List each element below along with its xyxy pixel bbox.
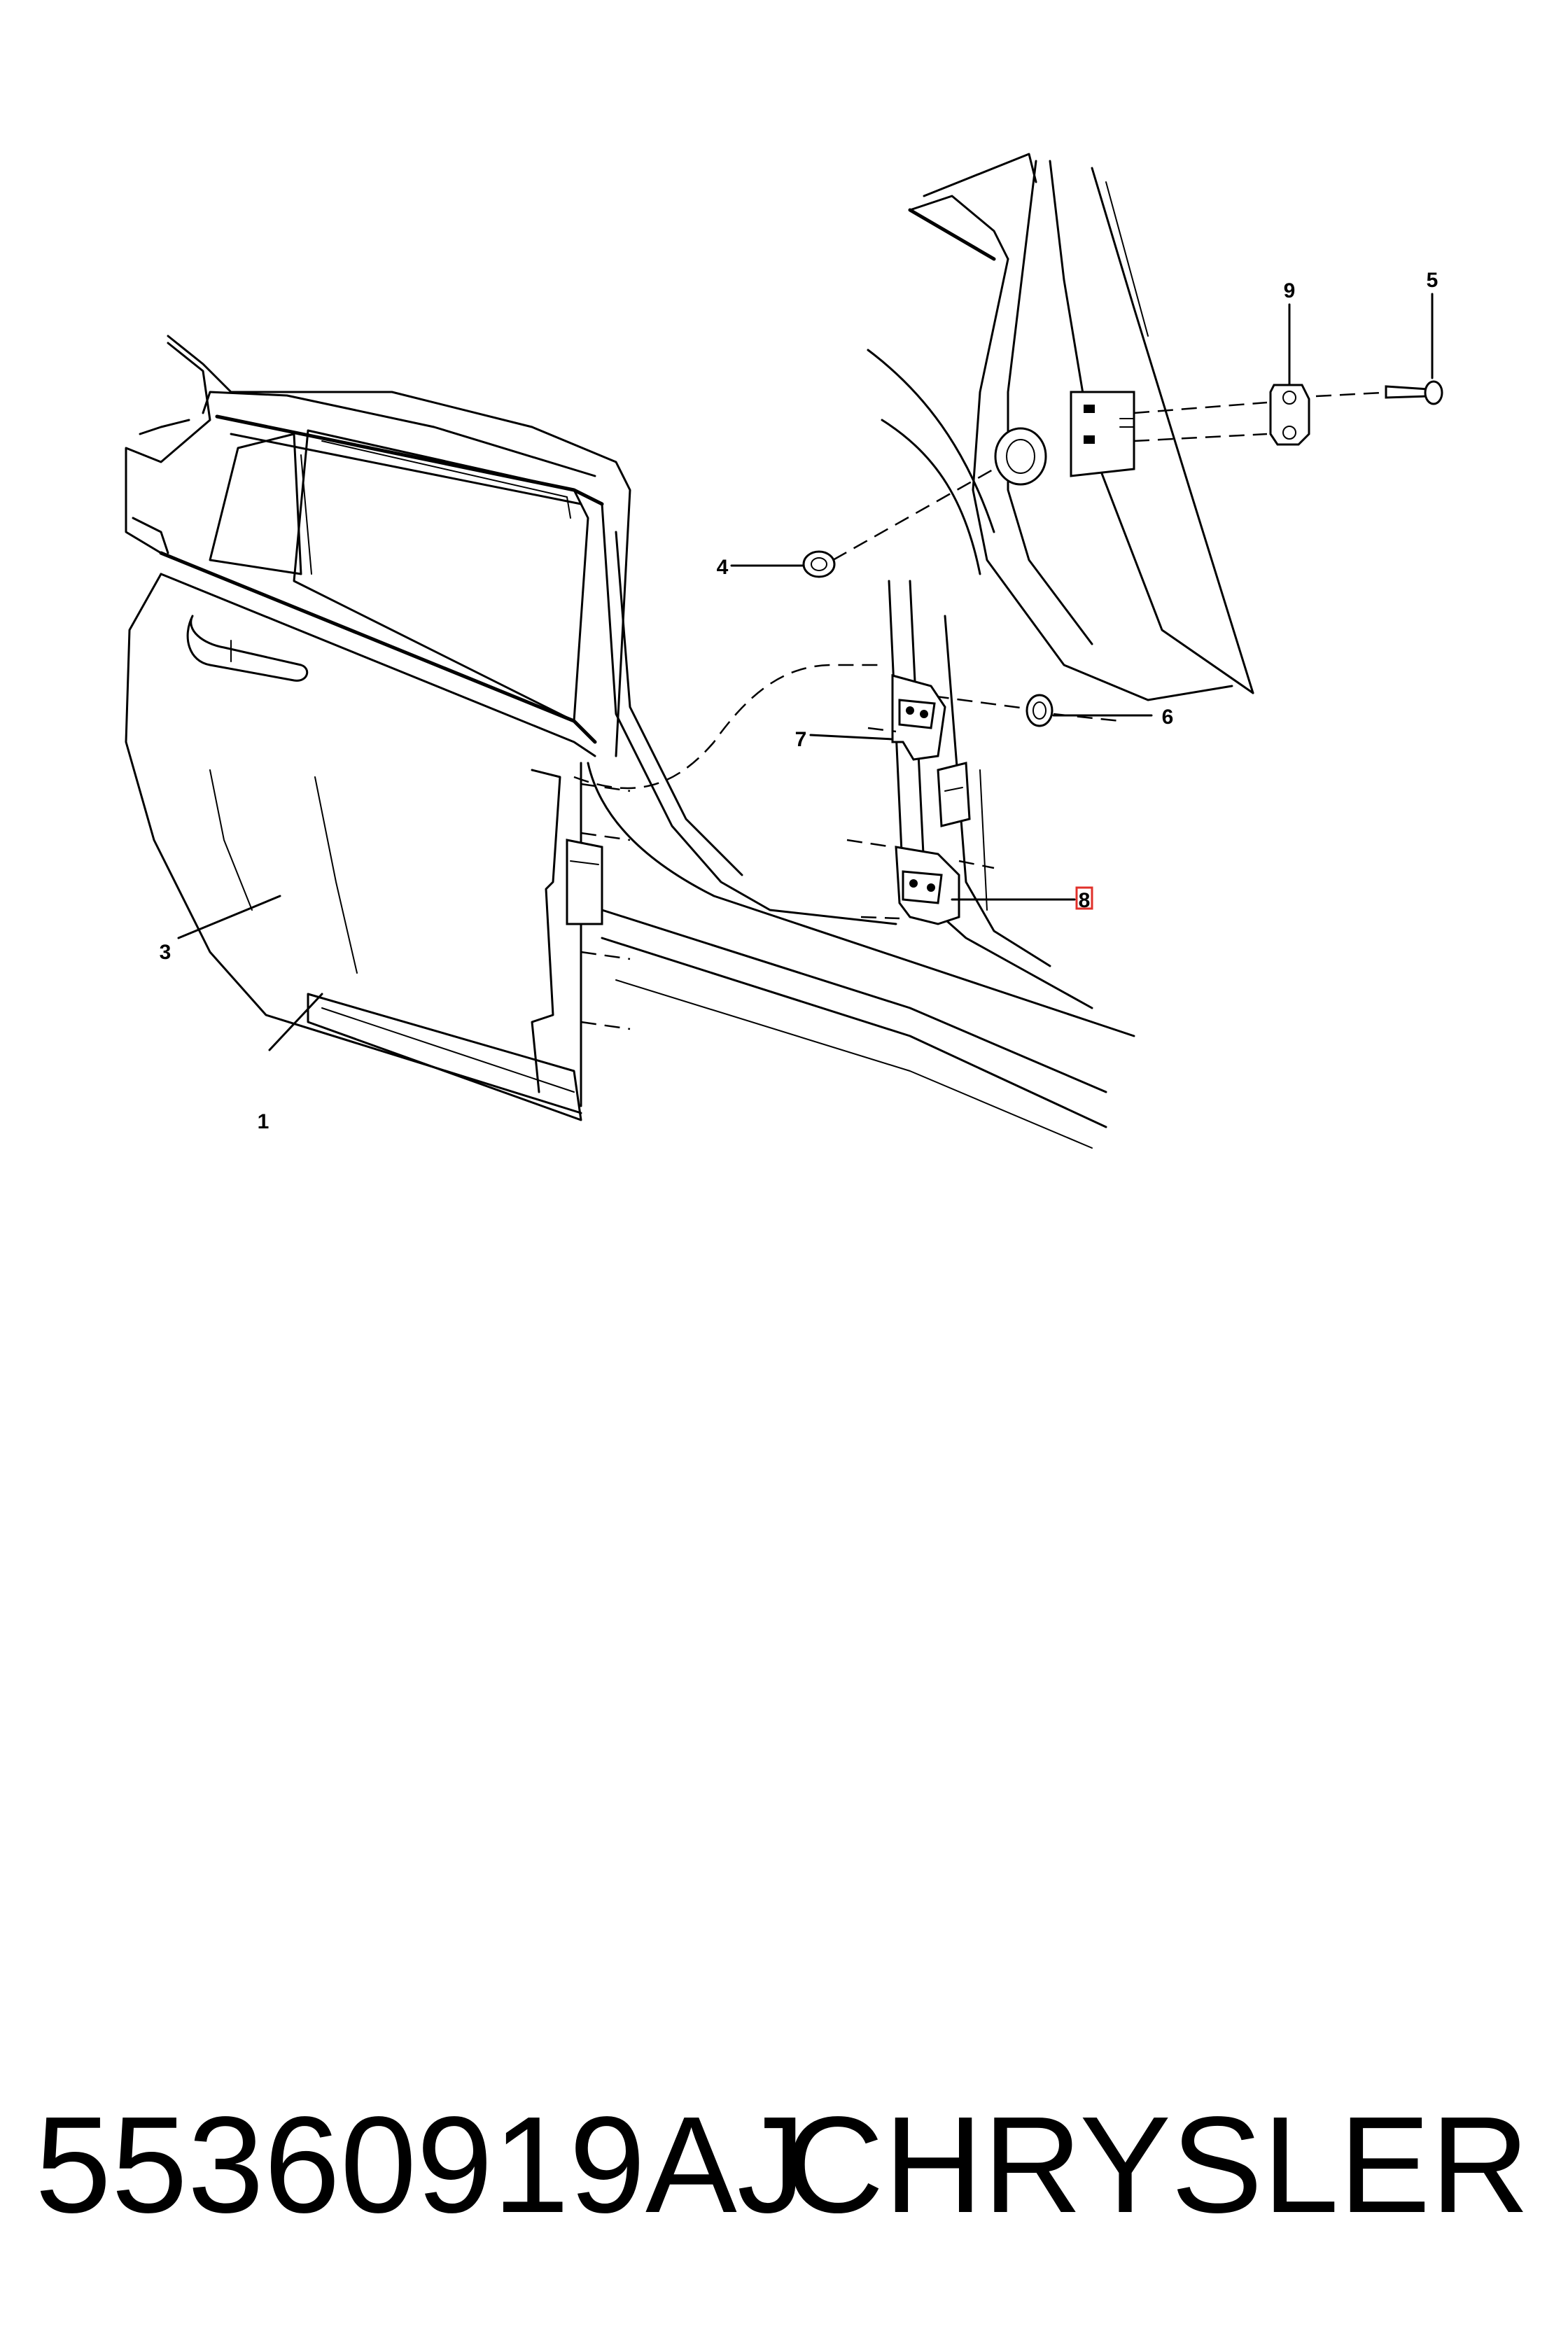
callout-7: 7: [795, 728, 807, 751]
brand-name: CHRYSLER: [785, 2088, 1530, 2241]
hinge-part-7: [867, 674, 946, 761]
grommet-part-4: [802, 468, 995, 578]
bolt-part-5: [1315, 380, 1443, 405]
callout-6: 6: [1162, 706, 1174, 729]
leader-lines: [177, 293, 1434, 1051]
striker-part-9: [1133, 384, 1310, 446]
callout-1: 1: [258, 1110, 270, 1133]
part-number: 55360919AJ: [35, 2088, 806, 2241]
callout-3: 3: [160, 941, 172, 964]
callout-5: 5: [1427, 269, 1438, 292]
leader-3: [177, 895, 281, 939]
callout-9: 9: [1284, 279, 1296, 302]
upper-pillar-illustration: [867, 153, 1254, 701]
callout-8-highlight-box: [1075, 886, 1093, 910]
body-side-illustration: [573, 503, 1135, 1149]
grommet-part-6: [909, 692, 1121, 727]
leader-1: [268, 993, 323, 1051]
callout-8: 8: [1079, 889, 1091, 912]
hinge-part-8: [846, 839, 995, 925]
callout-4: 4: [717, 556, 729, 579]
rear-door-illustration: [125, 335, 631, 1121]
leader-7: [809, 734, 894, 741]
